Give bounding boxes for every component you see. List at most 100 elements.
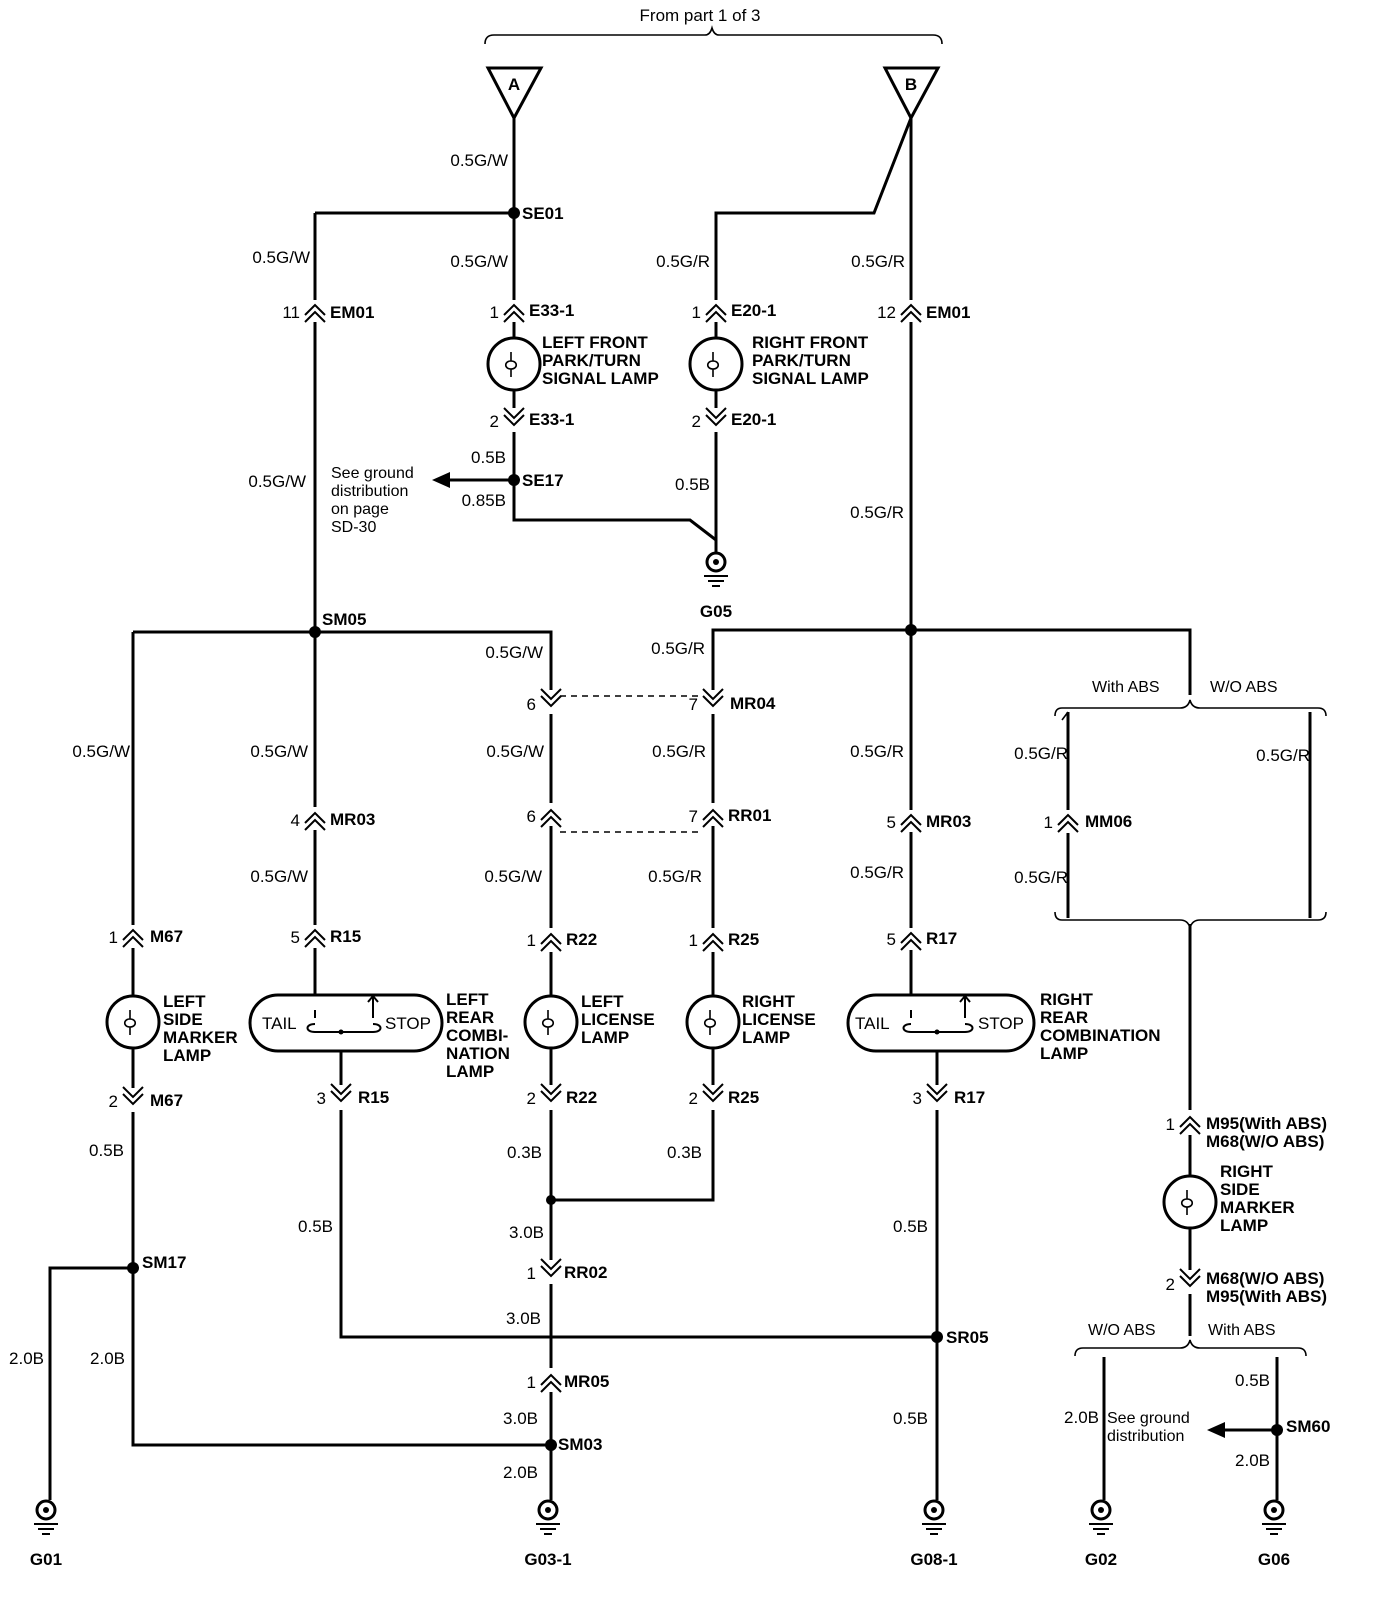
svg-text:MARKER: MARKER	[1220, 1198, 1295, 1217]
svg-text:0.5G/R: 0.5G/R	[850, 863, 904, 882]
svg-text:M68(W/O ABS): M68(W/O ABS)	[1206, 1132, 1324, 1151]
wo-abs-label-bottom: W/O ABS	[1088, 1322, 1156, 1339]
svg-text:5: 5	[291, 928, 300, 947]
svg-text:0.5B: 0.5B	[298, 1217, 333, 1236]
svg-text:RIGHT: RIGHT	[742, 992, 796, 1011]
connector-r22-pin2: 2 R22	[527, 1083, 597, 1108]
svg-text:6: 6	[527, 695, 536, 714]
svg-text:0.3B: 0.3B	[667, 1143, 702, 1162]
svg-text:0.5G/R: 0.5G/R	[851, 252, 905, 271]
svg-text:TAIL: TAIL	[262, 1014, 297, 1033]
right-rear-combination-lamp: TAIL STOP RIGHT REAR COMBINATION LAMP	[846, 990, 1161, 1063]
right-license-lamp: RIGHT LICENSE LAMP	[685, 992, 816, 1050]
svg-text:1: 1	[692, 303, 701, 322]
svg-text:LAMP: LAMP	[446, 1062, 494, 1081]
svg-text:LICENSE: LICENSE	[581, 1010, 655, 1029]
svg-text:G08-1: G08-1	[910, 1550, 957, 1569]
svg-text:LEFT FRONT: LEFT FRONT	[542, 333, 648, 352]
splice-sm17: SM17	[142, 1253, 186, 1272]
input-b: B	[882, 66, 941, 122]
svg-text:0.5G/W: 0.5G/W	[250, 867, 308, 886]
connector-r17-pin5: 5 R17	[887, 929, 957, 951]
svg-text:5: 5	[887, 813, 896, 832]
svg-text:0.3B: 0.3B	[507, 1143, 542, 1162]
svg-text:SIDE: SIDE	[163, 1010, 203, 1029]
svg-text:0.5G/R: 0.5G/R	[1256, 746, 1310, 765]
svg-text:See ground: See ground	[331, 465, 414, 482]
connector-r22-pin1: 1 R22	[527, 930, 597, 952]
svg-text:MR03: MR03	[330, 810, 375, 829]
ground-g08-1: G08-1	[910, 1499, 958, 1569]
svg-text:0.5G/W: 0.5G/W	[484, 867, 542, 886]
svg-text:SIDE: SIDE	[1220, 1180, 1260, 1199]
svg-text:0.5G/W: 0.5G/W	[248, 472, 306, 491]
svg-text:1: 1	[109, 928, 118, 947]
svg-text:REAR: REAR	[446, 1008, 494, 1027]
svg-text:TAIL: TAIL	[855, 1014, 890, 1033]
svg-text:2.0B: 2.0B	[503, 1463, 538, 1482]
svg-text:0.5B: 0.5B	[1235, 1371, 1270, 1390]
svg-text:0.5B: 0.5B	[675, 475, 710, 494]
svg-text:1: 1	[689, 931, 698, 950]
splice-se01: SE01	[522, 204, 564, 223]
svg-text:R25: R25	[728, 1088, 759, 1107]
connector-mr03-pin4: 4 MR03	[291, 810, 375, 831]
ground-g05: G05	[700, 551, 732, 621]
svg-text:3: 3	[913, 1089, 922, 1108]
wires	[48, 117, 1312, 1500]
svg-text:E20-1: E20-1	[731, 301, 776, 320]
connector-m95-m68-pin1: 1 M95(With ABS) M68(W/O ABS)	[1166, 1114, 1328, 1151]
svg-text:G02: G02	[1085, 1550, 1117, 1569]
connector-e33-1-top: 1 E33-1	[490, 301, 574, 323]
connector-rr01-pin7: 7 RR01	[689, 806, 771, 828]
connector-r25-pin2: 2 R25	[689, 1083, 759, 1108]
svg-text:STOP: STOP	[978, 1014, 1024, 1033]
svg-text:1: 1	[527, 1373, 536, 1392]
svg-text:LEFT: LEFT	[446, 990, 489, 1009]
svg-text:STOP: STOP	[385, 1014, 431, 1033]
svg-text:0.5B: 0.5B	[893, 1217, 928, 1236]
svg-text:3.0B: 3.0B	[509, 1223, 544, 1242]
connector-mr04-pin7: 7 MR04	[689, 688, 776, 714]
connector-r15-pin5: 5 R15	[291, 927, 361, 948]
svg-text:0.5B: 0.5B	[89, 1141, 124, 1160]
svg-text:0.85B: 0.85B	[462, 491, 506, 510]
svg-text:12: 12	[877, 303, 896, 322]
left-side-marker-lamp: LEFT SIDE MARKER LAMP	[105, 992, 238, 1065]
svg-text:MM06: MM06	[1085, 812, 1132, 831]
connector-r25-pin1: 1 R25	[689, 930, 759, 952]
svg-text:RIGHT: RIGHT	[1220, 1162, 1274, 1181]
svg-text:1: 1	[490, 303, 499, 322]
svg-text:M68(W/O ABS): M68(W/O ABS)	[1206, 1269, 1324, 1288]
svg-text:R25: R25	[728, 930, 759, 949]
svg-text:2: 2	[1166, 1275, 1175, 1294]
svg-text:2: 2	[109, 1092, 118, 1111]
svg-text:0.5G/W: 0.5G/W	[250, 742, 308, 761]
ground-g01: G01	[30, 1499, 62, 1569]
svg-text:4: 4	[291, 811, 300, 830]
wo-abs-label-top: W/O ABS	[1210, 679, 1278, 696]
connector-e20-1-bottom: 2 E20-1	[692, 407, 776, 431]
splice-sm60: SM60	[1286, 1417, 1330, 1436]
splice-sr05: SR05	[946, 1328, 989, 1347]
svg-text:7: 7	[689, 695, 698, 714]
svg-text:G05: G05	[700, 602, 732, 621]
svg-text:MR04: MR04	[730, 694, 776, 713]
svg-text:2.0B: 2.0B	[90, 1349, 125, 1368]
svg-text:M67: M67	[150, 1091, 183, 1110]
svg-text:M95(With ABS): M95(With ABS)	[1206, 1114, 1327, 1133]
svg-text:3.0B: 3.0B	[506, 1309, 541, 1328]
svg-text:RR02: RR02	[564, 1263, 607, 1282]
ground-g06: G06	[1258, 1499, 1290, 1569]
left-rear-combination-lamp: TAIL STOP LEFT REAR COMBI- NATION LAMP	[248, 990, 510, 1081]
svg-text:R15: R15	[358, 1088, 389, 1107]
svg-text:MARKER: MARKER	[163, 1028, 238, 1047]
connector-e20-1-top: 1 E20-1	[692, 301, 776, 323]
svg-text:0.5G/W: 0.5G/W	[72, 742, 130, 761]
ground-distribution-note-2: See ground distribution	[1107, 1410, 1190, 1445]
connector-r15-pin3: 3 R15	[317, 1083, 389, 1108]
svg-text:E20-1: E20-1	[731, 410, 776, 429]
splice-sm03: SM03	[558, 1435, 602, 1454]
svg-text:0.5G/W: 0.5G/W	[252, 248, 310, 267]
